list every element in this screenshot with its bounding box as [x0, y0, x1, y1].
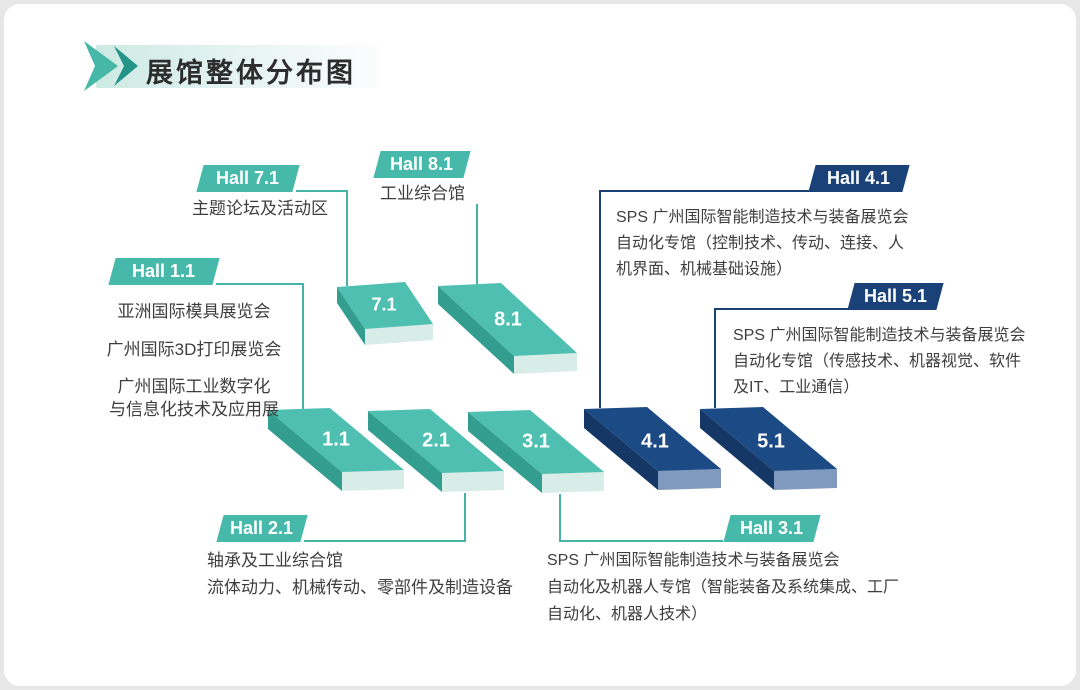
block-number-5-1: 5.1	[757, 430, 785, 453]
block-number-3-1: 3.1	[522, 430, 550, 453]
hall-label-7-1: Hall 7.1	[196, 165, 300, 192]
hall-label-5-1: Hall 5.1	[847, 283, 944, 310]
connector-hall-1-1	[216, 283, 304, 409]
connector-hall-7-1	[296, 190, 348, 286]
hall-4-1-desc-line1: SPS 广州国际智能制造技术与装备展览会	[616, 209, 909, 226]
hall-label-4-1-text: Hall 4.1	[827, 168, 891, 188]
hall-block-1-1	[268, 408, 404, 491]
title-band	[96, 45, 378, 88]
page-title: 展馆整体分布图	[146, 58, 356, 88]
hall-block-4-1	[584, 407, 721, 490]
hall-1-1-desc-line4: 与信息化技术及应用展	[109, 400, 279, 419]
hall-label-1-1-text: Hall 1.1	[132, 261, 196, 281]
hall-label-7-1-text: Hall 7.1	[216, 168, 280, 188]
hall-block-3-1	[468, 410, 604, 493]
block-number-4-1: 4.1	[641, 430, 669, 453]
connector-hall-4-1	[599, 190, 812, 408]
hall-5-1-desc-line2: 自动化专馆（传感技术、机器视觉、软件	[733, 353, 1022, 370]
hall-2-1-desc-line1: 轴承及工业综合馆	[207, 551, 343, 570]
hall-label-8-1: Hall 8.1	[373, 151, 471, 178]
hall-block-7-1	[337, 282, 433, 345]
hall-3-1-desc-line1: SPS 广州国际智能制造技术与装备展览会	[547, 552, 840, 569]
hall-label-3-1-text: Hall 3.1	[740, 518, 804, 538]
block-number-7-1: 7.1	[371, 294, 397, 315]
hall-block-2-1	[368, 409, 504, 492]
hall-2-1-desc-line2: 流体动力、机械传动、零部件及制造设备	[207, 578, 513, 597]
hall-3-1-desc-line2: 自动化及机器人专馆（智能装备及系统集成、工厂	[547, 579, 900, 596]
hall-1-1-desc-line1: 亚洲国际模具展览会	[117, 302, 271, 321]
connector-hall-5-1	[714, 308, 851, 408]
hall-label-4-1: Hall 4.1	[808, 165, 910, 192]
hall-5-1-desc-line1: SPS 广州国际智能制造技术与装备展览会	[733, 327, 1026, 344]
block-number-2-1: 2.1	[422, 429, 450, 452]
hall-3-1-desc-line3: 自动化、机器人技术）	[547, 606, 708, 623]
hall-1-1-desc-line3: 广州国际工业数字化	[117, 377, 271, 396]
hall-label-1-1: Hall 1.1	[108, 258, 220, 285]
connector-hall-3-1	[559, 494, 723, 542]
hall-7-1-desc: 主题论坛及活动区	[192, 199, 328, 218]
hall-label-3-1: Hall 3.1	[723, 515, 821, 542]
connector-hall-2-1	[304, 493, 466, 542]
hall-label-5-1-text: Hall 5.1	[863, 286, 928, 306]
hall-4-1-desc-line2: 自动化专馆（控制技术、传动、连接、人	[616, 235, 905, 252]
hall-5-1-desc-line3: 及IT、工业通信）	[733, 379, 860, 396]
hall-label-2-1-text: Hall 2.1	[230, 518, 294, 538]
hall-label-8-1-text: Hall 8.1	[390, 154, 454, 174]
hall-1-1-desc-line2: 广州国际3D打印展览会	[106, 340, 282, 359]
hall-4-1-desc-line3: 机界面、机械基础设施）	[616, 261, 793, 278]
double-chevron-icon	[84, 41, 138, 91]
hall-8-1-desc: 工业综合馆	[380, 184, 465, 203]
hall-block-8-1	[438, 283, 577, 374]
hall-block-5-1	[700, 407, 837, 490]
block-number-8-1: 8.1	[494, 308, 522, 331]
block-number-1-1: 1.1	[322, 428, 350, 451]
hall-label-2-1: Hall 2.1	[216, 515, 308, 542]
